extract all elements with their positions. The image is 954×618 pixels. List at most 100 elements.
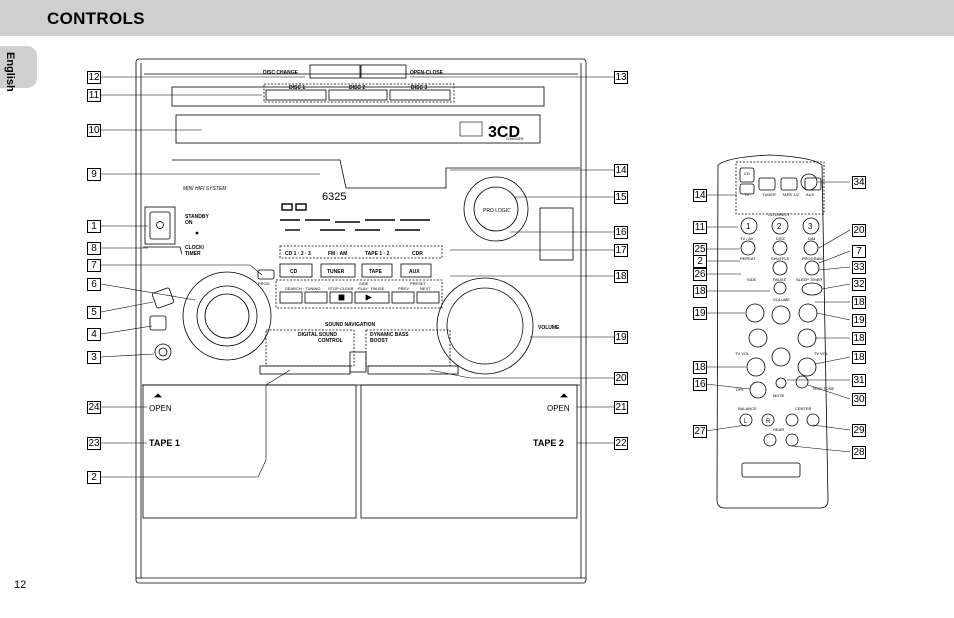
cd-tray — [175, 114, 541, 144]
main-unit-left-callout-12: 12 — [87, 71, 101, 84]
cd-button — [279, 263, 313, 278]
source-tape12: TAPE 1 · 2 — [365, 251, 390, 257]
main-unit-left-callout-9: 9 — [87, 168, 101, 181]
on-label: ON — [185, 220, 193, 226]
remote-left-callout-19: 19 — [693, 307, 707, 320]
main-unit-right-callout-22: 22 — [614, 437, 628, 450]
preset-label: PRESET — [410, 281, 427, 286]
main-unit-left-callout-24: 24 — [87, 401, 101, 414]
disc-select-group — [263, 83, 455, 103]
remote-power-button — [800, 173, 818, 191]
remote-right-callout-7: 7 — [852, 245, 866, 258]
main-unit-right-callout-13: 13 — [614, 71, 628, 84]
tape1-label: TAPE 1 — [149, 438, 180, 448]
headphones-jack — [154, 343, 172, 361]
disc-change-label: DISC CHANGE — [263, 70, 299, 76]
remote-left-callout-16: 16 — [693, 378, 707, 391]
remote-right-callout-19: 19 — [852, 314, 866, 327]
main-unit-right-callout-20: 20 — [614, 372, 628, 385]
main-unit-right-callouts — [410, 76, 614, 444]
disc-tray-panel — [171, 86, 545, 107]
main-unit-left-callout-10: 10 — [87, 124, 101, 137]
remote-right-callout-32: 32 — [852, 278, 866, 291]
main-unit-left-callout-1: 1 — [87, 220, 101, 233]
tuner-button — [320, 263, 356, 278]
page-number: 12 — [14, 579, 27, 591]
remote-tv-label: TV — [744, 192, 749, 197]
disc2-label: DISC 2 — [349, 85, 365, 91]
main-unit-right-callout-17: 17 — [614, 244, 628, 257]
aux-button-label: AUX — [409, 269, 420, 275]
remote-tuner-label: TUNER — [762, 192, 776, 197]
standby-button — [149, 211, 171, 240]
main-unit-right-callout-19: 19 — [614, 331, 628, 344]
clock-timer-button — [143, 246, 183, 255]
changer-label: CHANGER — [506, 137, 524, 141]
remote-repeat-label: REPEAT — [740, 256, 756, 261]
transport-buttons — [279, 291, 440, 304]
remote-shuffle-label: SHUFFLE — [771, 256, 790, 261]
remote-tvvol-left-label: TV VOL — [735, 351, 750, 356]
remote-right-callout-18: 18 — [852, 332, 866, 345]
compact-disc-logo — [459, 121, 483, 137]
remote-left-callout-2: 2 — [693, 255, 707, 268]
main-unit-right-callout-14: 14 — [614, 164, 628, 177]
brand-3cd: 3CD — [488, 124, 520, 141]
language-tab-label: English — [4, 52, 16, 92]
mini-hifi-label: MINI HIFI SYSTEM — [183, 186, 227, 192]
remote-right-callout-34: 34 — [852, 176, 866, 189]
tape2-deck — [360, 384, 578, 519]
display-digits: 6325 — [322, 191, 346, 203]
remote-dim-label: DIM — [808, 236, 815, 241]
remote-left-callout-14: 14 — [693, 189, 707, 202]
remote-right-callout-18: 18 — [852, 351, 866, 364]
next-label: NEXT — [420, 286, 431, 291]
main-unit-left-callouts — [100, 76, 320, 478]
sound-navigation-knob-ring — [182, 271, 272, 361]
volume-label: VOLUME — [538, 325, 560, 331]
standby-label: STANDBY — [185, 214, 209, 220]
control-label: CONTROL — [318, 338, 343, 344]
remote-aux-label: AUX — [806, 192, 815, 197]
remote-left-callout-18: 18 — [693, 361, 707, 374]
remote-right-callouts — [787, 181, 851, 453]
main-unit-left-callout-11: 11 — [87, 89, 101, 102]
volume-knob — [446, 287, 524, 365]
remote-tape-label: TAPE 1/2 — [782, 192, 800, 197]
main-unit: DISC CHANGE OPEN-CLOSE DISC 1 DISC 2 DIS… — [135, 58, 587, 584]
prog-button — [257, 269, 275, 280]
remote-control: CD TV TUNER TAPE 1/2 AUX CD DIRECT 1 2 3… — [716, 154, 835, 509]
remote-right-callout-31: 31 — [852, 374, 866, 387]
tape1-open-label: OPEN — [149, 404, 172, 413]
cd-button-label: CD — [290, 269, 298, 275]
remote-l-label: L — [744, 419, 748, 425]
page-header: CONTROLS — [0, 0, 954, 36]
page-title: CONTROLS — [47, 9, 145, 28]
source-fmam: FM · AM — [328, 251, 347, 257]
disc3-button — [389, 89, 451, 101]
remote-tvav-label: TV / AV — [740, 236, 754, 241]
tape2-open-label: OPEN — [547, 404, 570, 413]
main-unit-left-callout-2: 2 — [87, 471, 101, 484]
open-close-button — [360, 64, 407, 79]
remote-3: 3 — [808, 222, 813, 231]
dynamic-bass-label: DYNAMIC BASS — [370, 332, 409, 338]
main-unit-body — [135, 58, 587, 584]
remote-right-callout-33: 33 — [852, 261, 866, 274]
remote-left-callout-11: 11 — [693, 221, 707, 234]
boost-label: BOOST — [370, 338, 388, 344]
remote-side-label: SIDE — [747, 277, 757, 282]
pause-label: PAUSE — [371, 286, 385, 291]
display-segments — [280, 203, 430, 231]
transport-frame — [275, 279, 443, 309]
source-selector-frame — [279, 245, 443, 259]
remote-volume-label: VOLUME — [773, 297, 790, 302]
main-unit-left-callout-6: 6 — [87, 278, 101, 291]
disc-change-button — [309, 64, 361, 79]
tape1-deck — [142, 384, 357, 519]
remote-left-callouts — [705, 194, 770, 432]
sound-navigation-label: SOUND NAVIGATION — [325, 322, 375, 328]
remote-right-callout-20: 20 — [852, 224, 866, 237]
main-unit-left-callout-3: 3 — [87, 351, 101, 364]
tape-button-label: TAPE — [369, 269, 383, 275]
